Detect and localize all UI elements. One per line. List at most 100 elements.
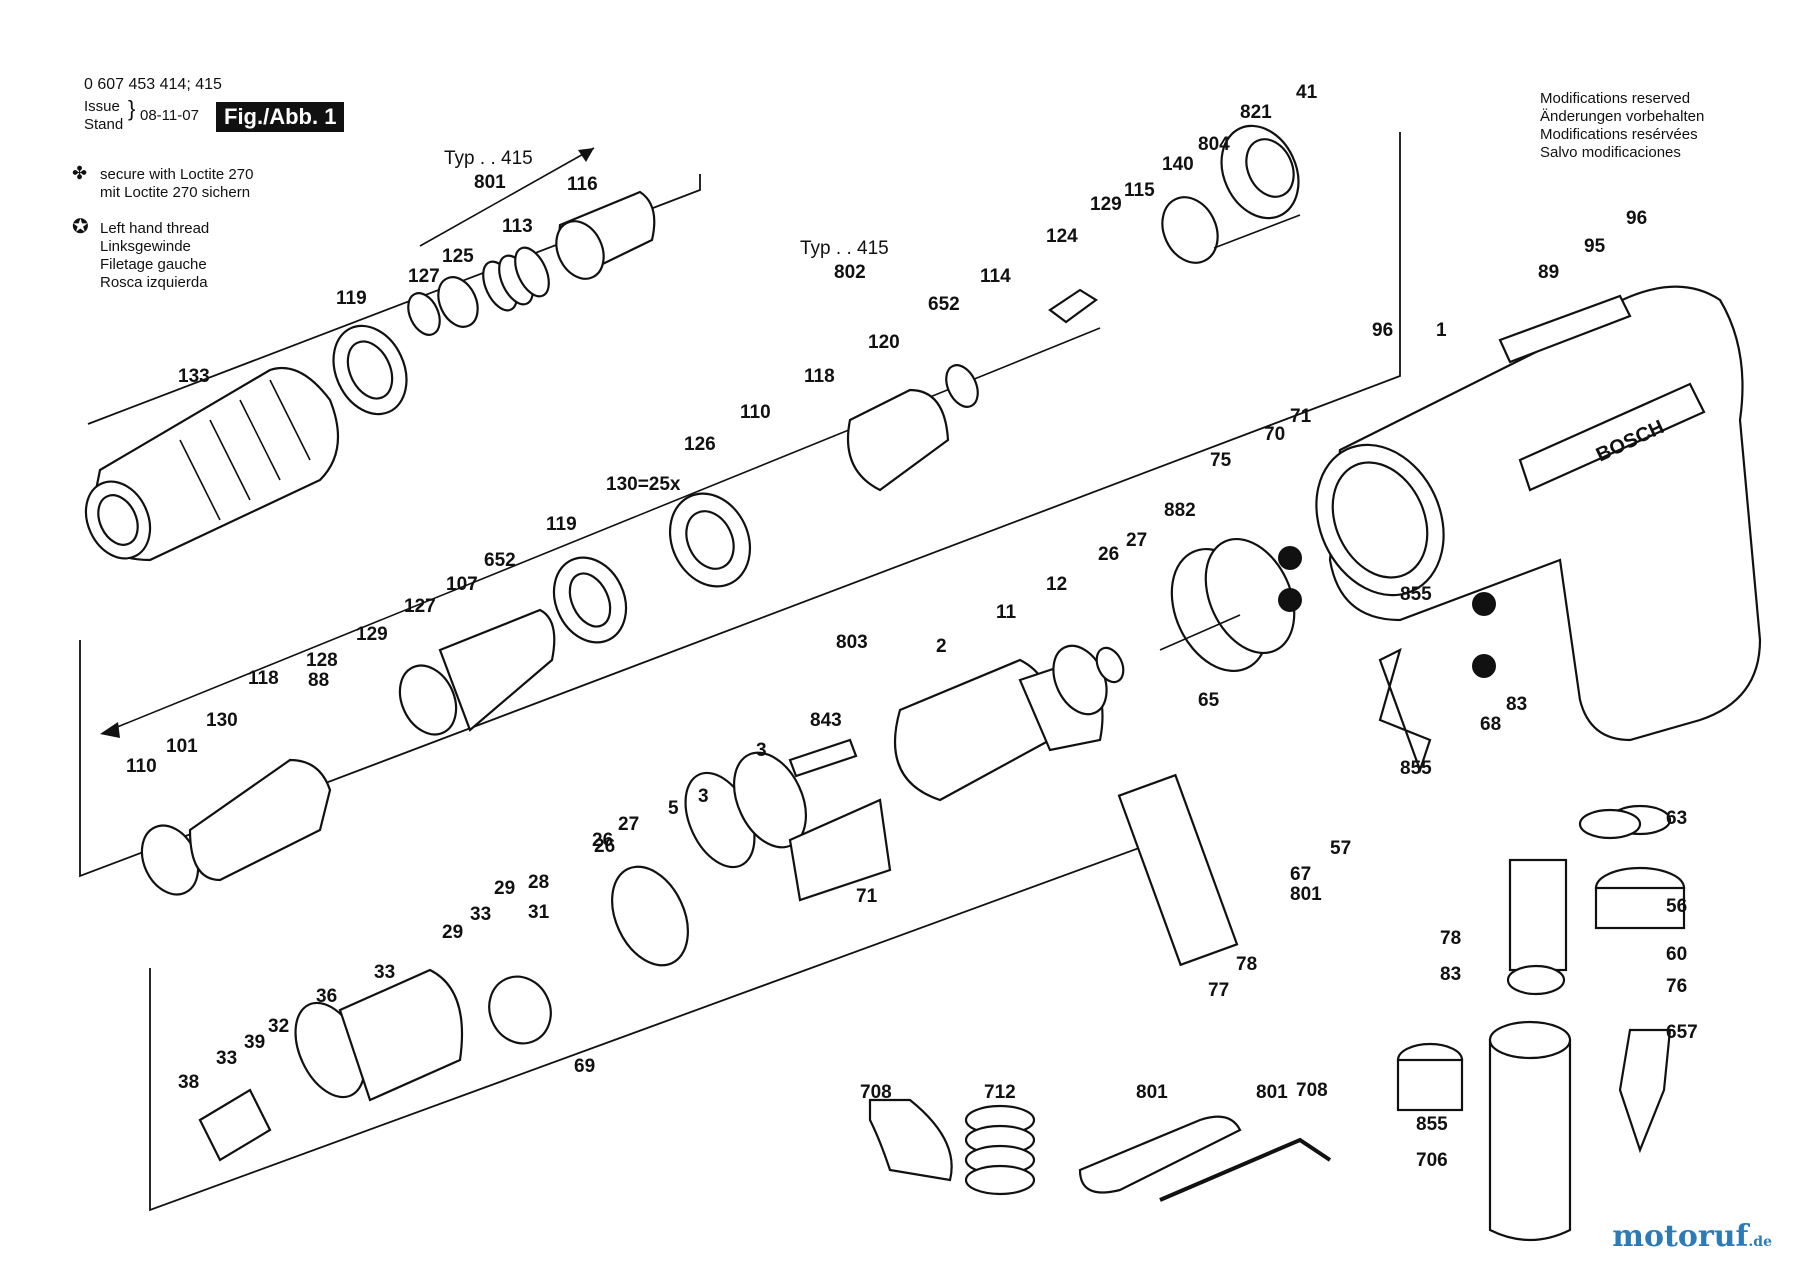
callout-label: 133 bbox=[178, 366, 210, 387]
frame-middle bbox=[79, 132, 1401, 878]
callout-label: 28 bbox=[528, 872, 549, 893]
callout-label: 129 bbox=[356, 624, 388, 645]
callout-label: 29 bbox=[442, 922, 463, 943]
callout-label: 801 bbox=[1256, 1082, 1288, 1103]
thread-line-1: Left hand thread bbox=[100, 220, 210, 237]
callout-label: 88 bbox=[308, 670, 329, 691]
callout-label: 855 bbox=[1400, 758, 1432, 779]
callout-label: 127 bbox=[404, 596, 436, 617]
center-axis-line bbox=[104, 327, 1101, 733]
callout-label: 1 bbox=[1436, 320, 1447, 341]
frame-bottom bbox=[149, 843, 1151, 1212]
callout-label: 12 bbox=[1046, 574, 1067, 595]
typ-arrow-line-top bbox=[419, 147, 595, 247]
brace-icon: } bbox=[128, 96, 136, 121]
knurled-sleeve-113 bbox=[555, 190, 656, 280]
callout-label: 110 bbox=[740, 402, 771, 423]
callout-label: 652 bbox=[484, 550, 516, 571]
callout-label: 708 bbox=[1296, 1080, 1328, 1101]
callout-label: 5 bbox=[668, 798, 679, 819]
callout-label: 31 bbox=[528, 902, 550, 923]
callout-label: 78 bbox=[1440, 928, 1461, 949]
callout-label: 33 bbox=[216, 1048, 237, 1069]
loctite-line-2: mit Loctite 270 sichern bbox=[100, 184, 251, 201]
watermark: motoruf.de bbox=[1612, 1219, 1772, 1254]
arrow-top-icon bbox=[578, 148, 594, 162]
callout-label: 129 bbox=[1090, 194, 1122, 215]
callout-label: 2 bbox=[936, 636, 947, 657]
callout-label: 802 bbox=[834, 262, 866, 283]
callout-label: 110 bbox=[126, 756, 157, 777]
gear-train-and-tools bbox=[198, 865, 1332, 1202]
watermark-main: motoruf bbox=[1612, 1219, 1749, 1254]
callout-label: 127 bbox=[408, 266, 440, 287]
notice-line-2: Änderungen vorbehalten bbox=[1540, 108, 1705, 125]
callout-label: 71 bbox=[1290, 406, 1312, 427]
callout-label: 657 bbox=[1666, 1022, 1698, 1043]
frame-top-left bbox=[87, 174, 701, 425]
callout-label: 706 bbox=[1416, 1150, 1448, 1171]
chuck-sleeve-100 bbox=[84, 366, 340, 562]
callout-label: 68 bbox=[1480, 714, 1501, 735]
thread-line-4: Rosca izquierda bbox=[100, 274, 208, 291]
callout-label: 11 bbox=[996, 602, 1017, 623]
callout-label: 29 bbox=[494, 878, 515, 899]
callout-label: 89 bbox=[1538, 262, 1559, 283]
assembly-frames bbox=[79, 132, 1401, 1212]
callout-label: 33 bbox=[374, 962, 395, 983]
callout-label: 60 bbox=[1666, 944, 1687, 965]
callout-label: 77 bbox=[1208, 980, 1229, 1001]
callout-label: 712 bbox=[984, 1082, 1016, 1103]
notice-line-3: Modifications resérvées bbox=[1540, 126, 1698, 143]
callout-label: 69 bbox=[574, 1056, 595, 1077]
springs-106 bbox=[407, 246, 550, 336]
callout-label: 882 bbox=[1164, 500, 1196, 521]
issue-label: Issue bbox=[84, 98, 120, 115]
callout-label: 71 bbox=[856, 886, 878, 907]
notice-line-4: Salvo modificaciones bbox=[1540, 144, 1681, 161]
callout-label: 115 bbox=[1124, 180, 1155, 201]
callout-label: 855 bbox=[1400, 584, 1432, 605]
callout-label: 804 bbox=[1198, 134, 1230, 155]
callout-label: 26 bbox=[1098, 544, 1119, 565]
loctite-icon: ✤ bbox=[72, 163, 88, 183]
callout-label: 114 bbox=[980, 266, 1011, 287]
callout-label: 33 bbox=[470, 904, 491, 925]
callout-label: 119 bbox=[546, 514, 577, 535]
callout-label: 130=25x bbox=[606, 474, 681, 495]
callout-label: 27 bbox=[1126, 530, 1147, 551]
callout-label: 140 bbox=[1162, 154, 1194, 175]
callout-label: 32 bbox=[268, 1016, 289, 1037]
callout-label: 36 bbox=[316, 986, 337, 1007]
arrow-left-icon bbox=[100, 722, 120, 738]
callout-label: 120 bbox=[868, 332, 900, 353]
callout-label: 101 bbox=[166, 736, 198, 757]
typ-label-top: Typ . . 415 bbox=[444, 148, 533, 169]
callout-label: 113 bbox=[502, 216, 533, 237]
thread-line-2: Linksgewinde bbox=[100, 238, 191, 255]
callout-label: 124 bbox=[1046, 226, 1078, 247]
callout-label: 708 bbox=[860, 1082, 892, 1103]
callout-labels: 133 119 127 125 801 113 116 Typ . . 415 … bbox=[126, 82, 1698, 1171]
callout-label: 75 bbox=[1210, 450, 1232, 471]
callout-label: 83 bbox=[1440, 964, 1461, 985]
valve-parts bbox=[1117, 588, 1686, 1242]
callout-label: 801 bbox=[1290, 884, 1322, 905]
left-thread-icon: ✪ bbox=[72, 216, 89, 238]
part-number: 0 607 453 414; 415 bbox=[84, 76, 222, 93]
callout-label: 67 bbox=[1290, 864, 1311, 885]
watermark-suffix: .de bbox=[1748, 1234, 1772, 1250]
callout-label: 118 bbox=[804, 366, 835, 387]
callout-label: 27 bbox=[618, 814, 639, 835]
ring-114 bbox=[332, 324, 408, 416]
callout-label: 119 bbox=[336, 288, 367, 309]
callout-label: 855 bbox=[1416, 1114, 1448, 1135]
callout-label: 821 bbox=[1240, 102, 1272, 123]
callout-label: 63 bbox=[1666, 808, 1687, 829]
callout-label: 96 bbox=[1372, 320, 1393, 341]
callout-label: 76 bbox=[1666, 976, 1687, 997]
callout-label: 118 bbox=[248, 668, 279, 689]
callout-label: 65 bbox=[1198, 690, 1220, 711]
